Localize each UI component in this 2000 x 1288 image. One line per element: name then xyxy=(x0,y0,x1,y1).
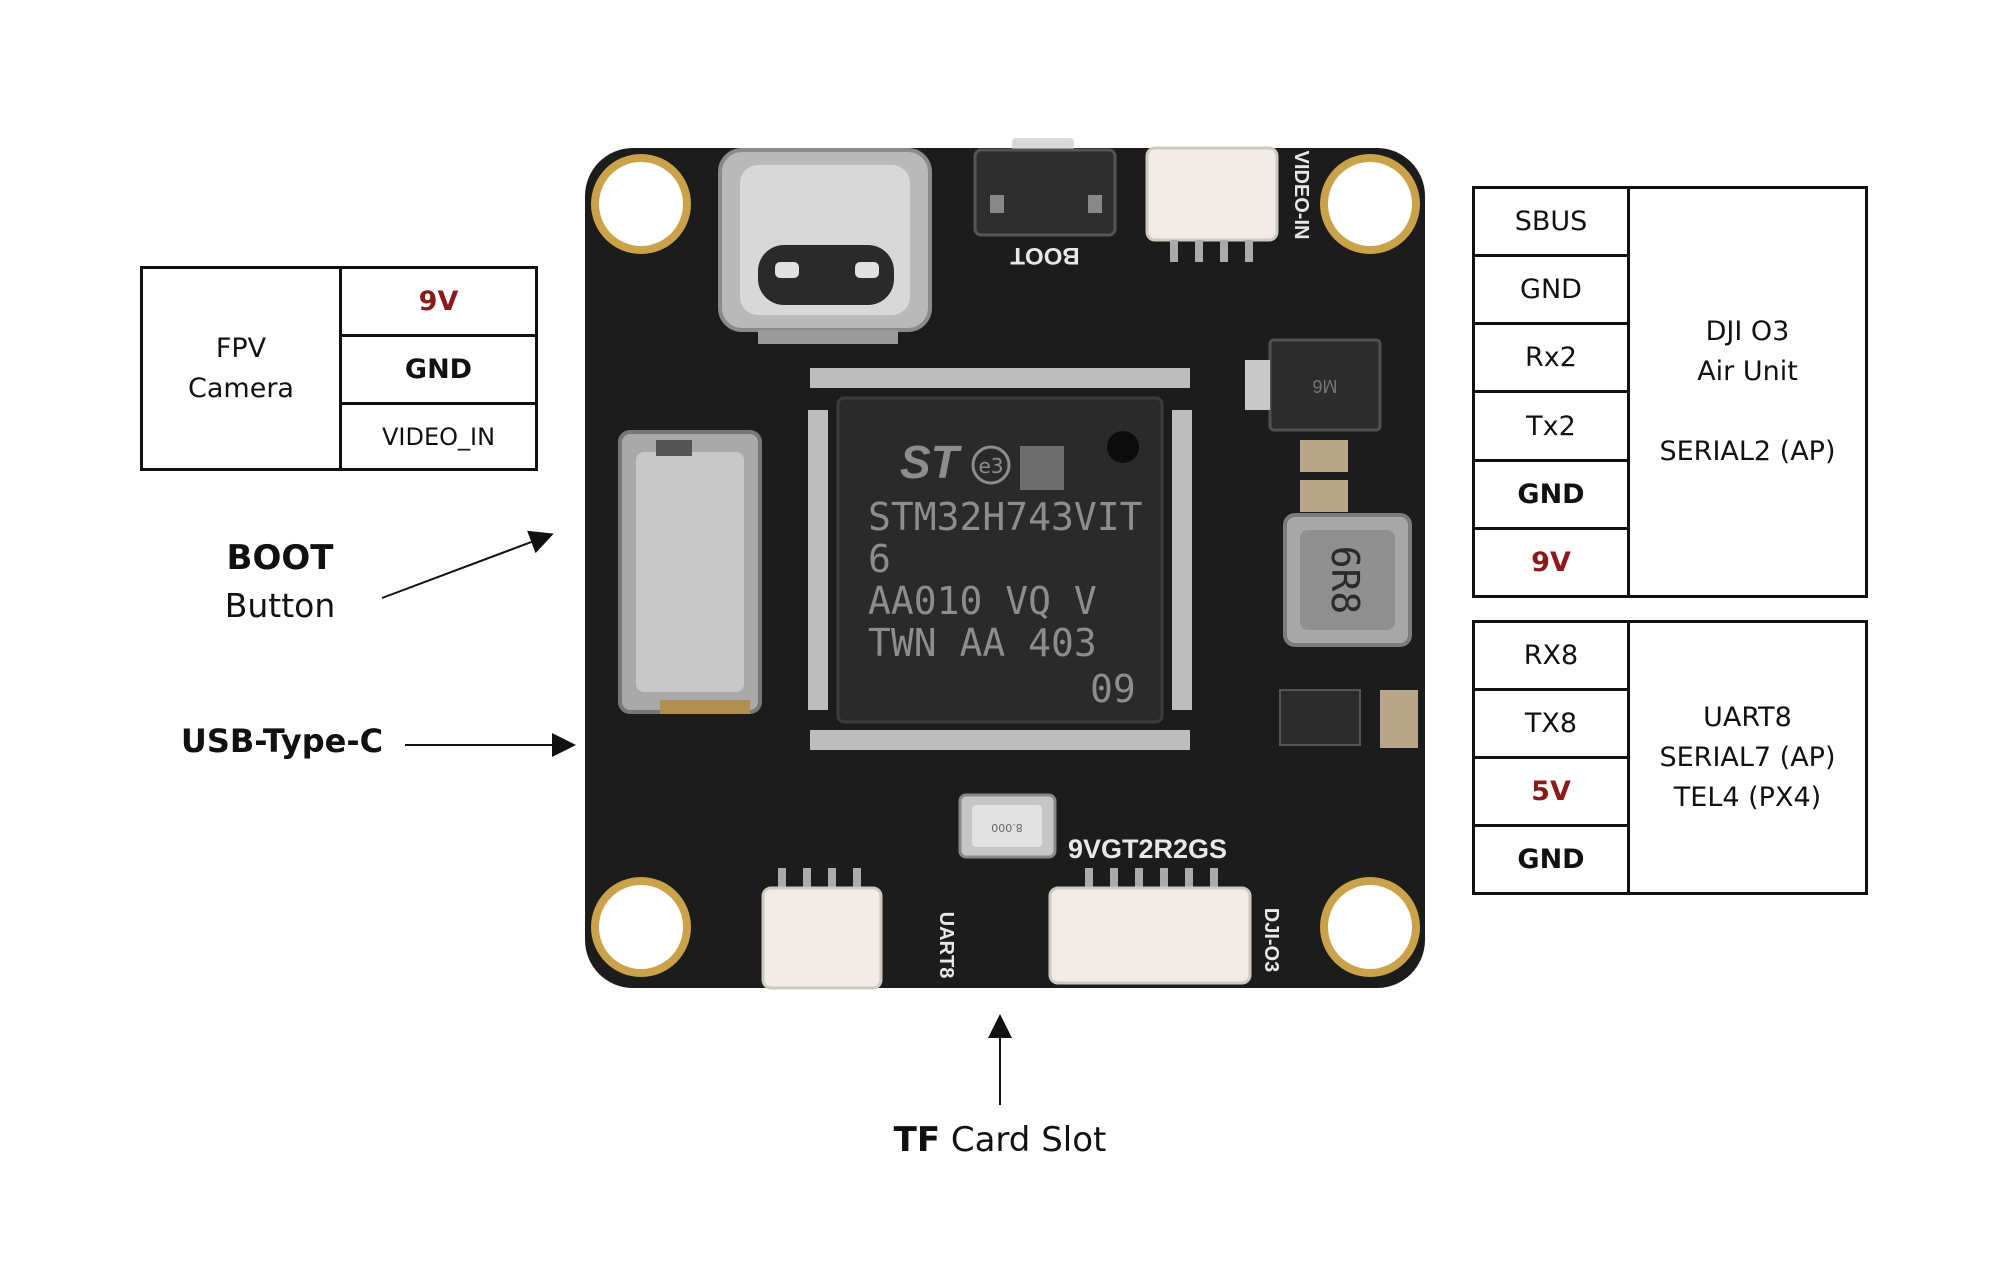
dji-o3-silk-label: DJI-O3 xyxy=(1260,908,1282,972)
uart-group-line-1: UART8 xyxy=(1703,701,1792,733)
dji-pin-sbus: SBUS xyxy=(1472,185,1630,258)
chip-line-3: AA010 VQ V xyxy=(868,579,1097,623)
tf-callout-bold: TF xyxy=(893,1120,941,1160)
mounting-hole-br xyxy=(1320,877,1420,977)
fpv-group-cell: FPV Camera xyxy=(140,266,342,471)
chip-line-5: 09 xyxy=(1090,667,1136,711)
uart8-connector xyxy=(761,868,883,990)
mcu-chip: ST e3 STM32H743VIT 6 AA010 VQ V TWN AA 4… xyxy=(808,368,1192,750)
uart-group-cell: UART8 SERIAL7 (AP) TEL4 (PX4) xyxy=(1627,620,1868,895)
video-in-connector xyxy=(1145,146,1279,262)
usb-callout: USB-Type-C xyxy=(180,722,384,760)
tf-callout-rest: Card Slot xyxy=(940,1120,1107,1160)
boot-callout-title: BOOT xyxy=(226,538,334,578)
mounting-hole-bl xyxy=(591,877,691,977)
uart8-pin-table: RX8 UART8 SERIAL7 (AP) TEL4 (PX4) TX8 5V… xyxy=(1472,620,1868,895)
dji-group-line-4: SERIAL2 (AP) xyxy=(1659,436,1836,467)
crystal-text: 8.000 xyxy=(991,821,1023,834)
fpv-pin-video-in: VIDEO_IN xyxy=(339,402,538,471)
boot-button xyxy=(973,138,1117,237)
uart-pin-5v: 5V xyxy=(1472,756,1630,827)
crystal-oscillator: 8.000 xyxy=(958,793,1057,859)
video-in-silk-label: VIDEO-IN xyxy=(1290,151,1312,240)
diode-text: M6 xyxy=(1312,376,1337,396)
boot-callout: BOOT Button xyxy=(190,538,370,625)
inductor-component: 6R8 xyxy=(1283,513,1412,647)
chip-badge: e3 xyxy=(978,454,1003,478)
dji-group-line-3 xyxy=(1630,392,1865,432)
boot-silk-label: BOOT xyxy=(1010,242,1080,269)
tf-card-slot xyxy=(618,430,762,714)
boot-callout-sub: Button xyxy=(224,586,336,625)
tf-callout: TF Card Slot xyxy=(860,1120,1140,1160)
dji-pin-gnd-2: GND xyxy=(1472,458,1630,530)
uart-pin-gnd: GND xyxy=(1472,824,1630,895)
dji-group-line-1: DJI O3 xyxy=(1705,316,1790,347)
uart-pin-rx8: RX8 xyxy=(1472,620,1630,691)
mounting-hole-tl xyxy=(591,154,691,254)
uart-group-line-3: TEL4 (PX4) xyxy=(1673,781,1822,813)
fpv-camera-pin-table: FPV Camera 9V GND VIDEO_IN xyxy=(140,266,538,471)
dji-pin-9v: 9V xyxy=(1472,526,1630,599)
dji-group-line-2: Air Unit xyxy=(1697,356,1798,387)
usb-c-connector xyxy=(718,148,932,344)
chip-line-1: STM32H743VIT xyxy=(868,495,1143,539)
capacitors-right xyxy=(1279,440,1418,748)
fpv-group-line-2: Camera xyxy=(188,372,294,404)
dji-o3-connector xyxy=(1048,868,1252,985)
diode-component: M6 xyxy=(1245,338,1382,432)
boot-arrow xyxy=(381,530,554,599)
chip-line-2: 6 xyxy=(868,537,891,581)
fpv-group-line-1: FPV xyxy=(215,332,267,364)
inductor-text: 6R8 xyxy=(1323,546,1367,615)
fpv-pin-gnd: GND xyxy=(339,334,538,405)
dji-group-cell: DJI O3 Air Unit SERIAL2 (AP) xyxy=(1627,186,1868,598)
uart8-silk-label: UART8 xyxy=(935,912,957,979)
uart-pin-tx8: TX8 xyxy=(1472,688,1630,759)
part-silk-label: 9VGT2R2GS xyxy=(1068,834,1227,864)
chip-line-4: TWN AA 403 xyxy=(868,621,1097,665)
dji-o3-pin-table: SBUS DJI O3 Air Unit SERIAL2 (AP) GND Rx… xyxy=(1472,185,1868,599)
dji-pin-tx2: Tx2 xyxy=(1472,390,1630,462)
uart-group-line-2: SERIAL7 (AP) xyxy=(1659,741,1836,773)
fpv-pin-9v: 9V xyxy=(339,266,538,337)
svg-text:ST: ST xyxy=(900,436,963,488)
dji-pin-gnd-1: GND xyxy=(1472,254,1630,326)
dji-pin-rx2: Rx2 xyxy=(1472,322,1630,394)
mounting-hole-tr xyxy=(1320,154,1420,254)
